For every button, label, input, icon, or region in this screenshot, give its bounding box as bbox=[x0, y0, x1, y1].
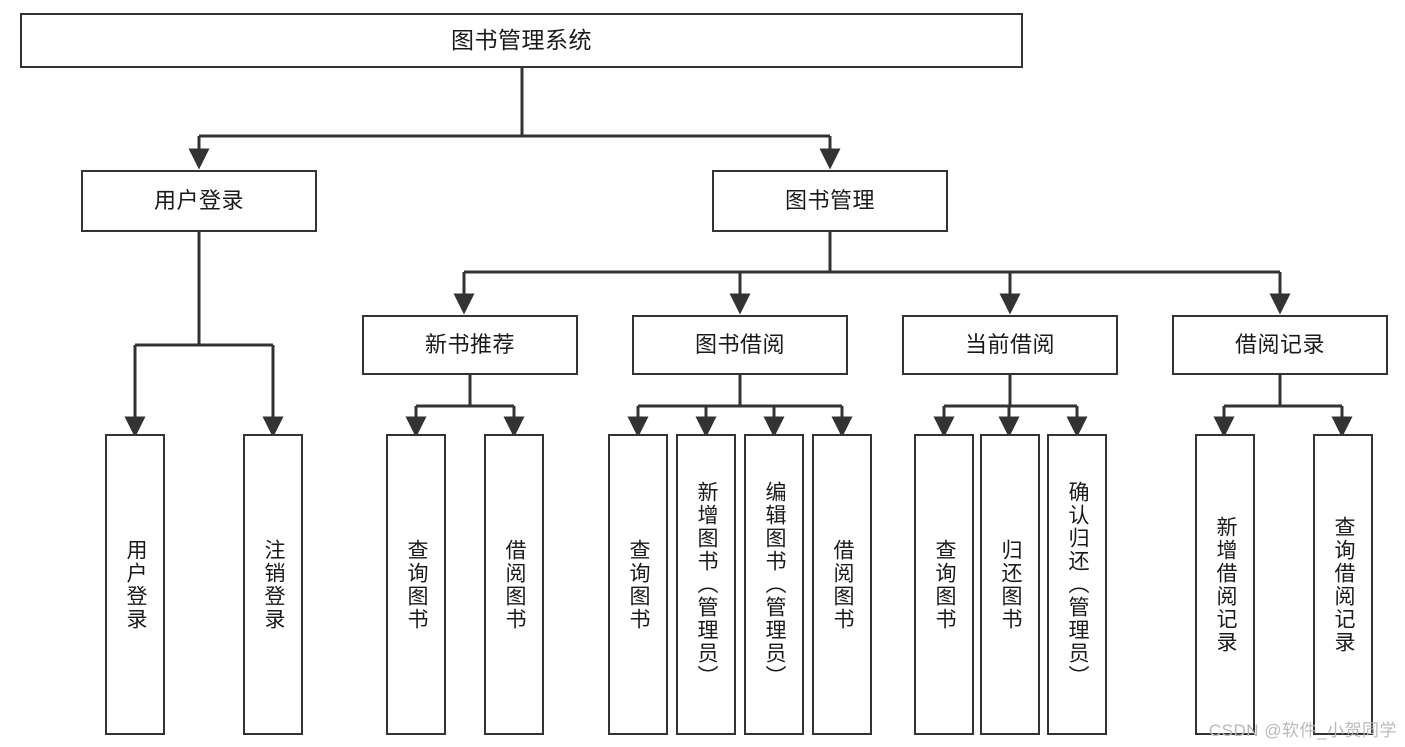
leaf-borrow-book-2[interactable]: 借阅图书 bbox=[812, 434, 872, 735]
leaf-logout-login-label: 注销登录 bbox=[262, 538, 286, 631]
leaf-query-book-1[interactable]: 查询图书 bbox=[386, 434, 446, 735]
leaf-return-book[interactable]: 归还图书 bbox=[980, 434, 1040, 735]
leaf-logout-login[interactable]: 注销登录 bbox=[243, 434, 303, 735]
leaf-edit-book[interactable]: 编辑图书（管理员） bbox=[744, 434, 804, 735]
node-user-login-label: 用户登录 bbox=[153, 188, 244, 214]
leaf-borrow-book-2-label: 借阅图书 bbox=[831, 538, 855, 631]
leaf-return-book-label: 归还图书 bbox=[999, 538, 1023, 631]
leaf-add-record[interactable]: 新增借阅记录 bbox=[1195, 434, 1255, 735]
leaf-query-book-3[interactable]: 查询图书 bbox=[914, 434, 974, 735]
leaf-confirm-return-label: 确认归还（管理员） bbox=[1066, 481, 1090, 688]
leaf-query-book-2[interactable]: 查询图书 bbox=[608, 434, 668, 735]
leaf-user-login-label: 用户登录 bbox=[124, 538, 148, 631]
node-new-book-recommend[interactable]: 新书推荐 bbox=[362, 315, 578, 375]
leaf-user-login[interactable]: 用户登录 bbox=[105, 434, 165, 735]
leaf-borrow-book-1-label: 借阅图书 bbox=[503, 538, 527, 631]
node-book-borrow-label: 图书借阅 bbox=[694, 332, 785, 358]
leaf-query-book-1-label: 查询图书 bbox=[405, 538, 429, 631]
node-borrow-record[interactable]: 借阅记录 bbox=[1172, 315, 1388, 375]
leaf-query-record-label: 查询借阅记录 bbox=[1332, 515, 1356, 654]
node-user-login[interactable]: 用户登录 bbox=[81, 170, 317, 232]
leaf-edit-book-label: 编辑图书（管理员） bbox=[763, 481, 787, 688]
leaf-query-book-3-label: 查询图书 bbox=[933, 538, 957, 631]
node-root[interactable]: 图书管理系统 bbox=[20, 13, 1023, 68]
node-current-borrow[interactable]: 当前借阅 bbox=[902, 315, 1118, 375]
node-book-management[interactable]: 图书管理 bbox=[712, 170, 948, 232]
leaf-add-book[interactable]: 新增图书（管理员） bbox=[676, 434, 736, 735]
node-book-borrow[interactable]: 图书借阅 bbox=[632, 315, 848, 375]
leaf-query-record[interactable]: 查询借阅记录 bbox=[1313, 434, 1373, 735]
leaf-query-book-2-label: 查询图书 bbox=[627, 538, 651, 631]
leaf-confirm-return[interactable]: 确认归还（管理员） bbox=[1047, 434, 1107, 735]
node-borrow-record-label: 借阅记录 bbox=[1234, 332, 1325, 358]
node-root-label: 图书管理系统 bbox=[451, 27, 592, 54]
leaf-borrow-book-1[interactable]: 借阅图书 bbox=[484, 434, 544, 735]
leaf-add-book-label: 新增图书（管理员） bbox=[695, 481, 719, 688]
node-book-management-label: 图书管理 bbox=[784, 188, 875, 214]
node-current-borrow-label: 当前借阅 bbox=[964, 332, 1055, 358]
node-new-book-recommend-label: 新书推荐 bbox=[424, 332, 515, 358]
leaf-add-record-label: 新增借阅记录 bbox=[1214, 515, 1238, 654]
